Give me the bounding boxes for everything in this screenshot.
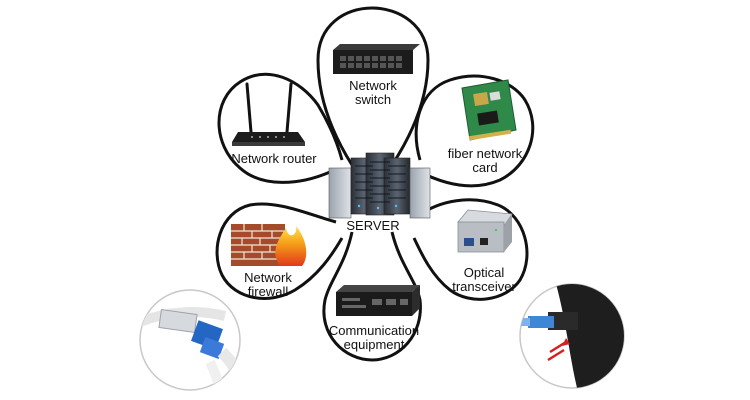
optical-transceiver-icon: [457, 209, 513, 253]
sfp-port-insertion-icon: [520, 284, 624, 388]
label-fiber-card-line1: fiber network: [447, 146, 523, 161]
label-comm-line2: equipment: [343, 337, 405, 352]
label-optical-line1: Optical: [463, 265, 505, 280]
label-network-router: Network router: [231, 151, 317, 166]
petal-network-switch: [316, 6, 430, 166]
petal-fiber-network-card: [414, 74, 535, 188]
label-network-switch: Network switch: [349, 78, 397, 107]
photo-port-insertion: [519, 283, 625, 389]
label-firewall-line1: Network: [244, 270, 292, 285]
label-server: SERVER: [346, 218, 400, 233]
fiber-network-card-icon: [461, 79, 517, 141]
sfp-fiber-connector-icon: [140, 307, 240, 390]
label-optical-line2: transceiver: [452, 279, 516, 294]
photo-sfp-module: [139, 289, 241, 391]
communication-equipment-icon: [336, 285, 420, 316]
label-fiber-card-line2: card: [472, 160, 498, 175]
petal-optical-transceiver: [412, 198, 529, 301]
label-comm-line1: Communication: [328, 323, 420, 338]
label-firewall-line2: firewall: [247, 284, 289, 299]
wifi-router-icon: [232, 82, 305, 146]
network-switch-icon: [333, 44, 420, 74]
petal-network-firewall: [215, 202, 344, 300]
server-rack-icon: [328, 152, 431, 219]
petal-network-router: [217, 72, 344, 184]
firewall-icon: [231, 224, 307, 266]
